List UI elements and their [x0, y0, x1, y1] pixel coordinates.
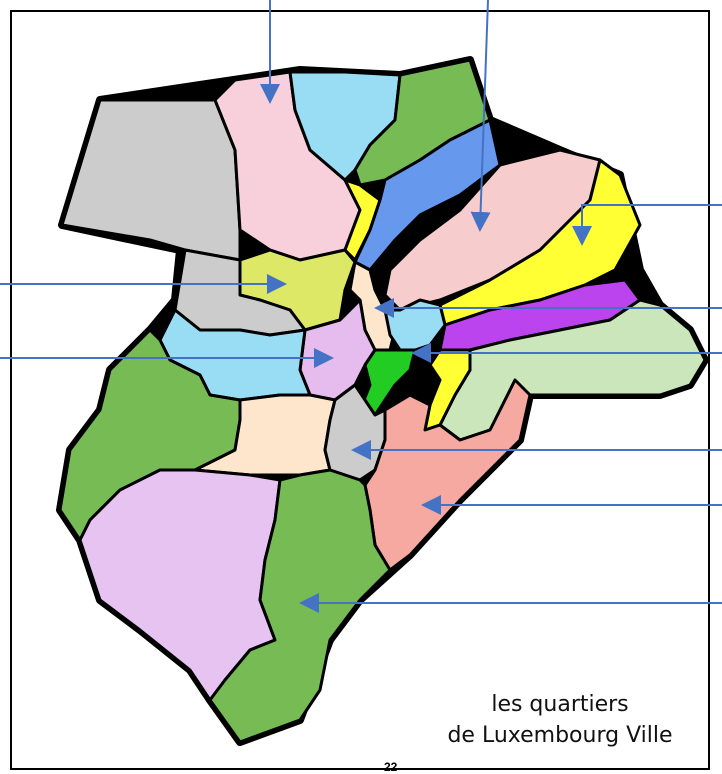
arrow-to-salmon-pink-east	[470, 0, 491, 232]
page-number: 22	[384, 760, 398, 774]
district-bright-green-center[interactable]	[360, 348, 417, 417]
district-blue[interactable]	[353, 118, 502, 272]
arrow-to-yellow-east	[572, 204, 722, 246]
map-title-line2: de Luxembourg Ville	[447, 723, 673, 748]
callout-arrows	[0, 0, 722, 613]
map-frame	[10, 10, 710, 770]
map-title-line1: les quartiers	[491, 692, 629, 717]
district-light-blue-center[interactable]	[383, 298, 447, 352]
